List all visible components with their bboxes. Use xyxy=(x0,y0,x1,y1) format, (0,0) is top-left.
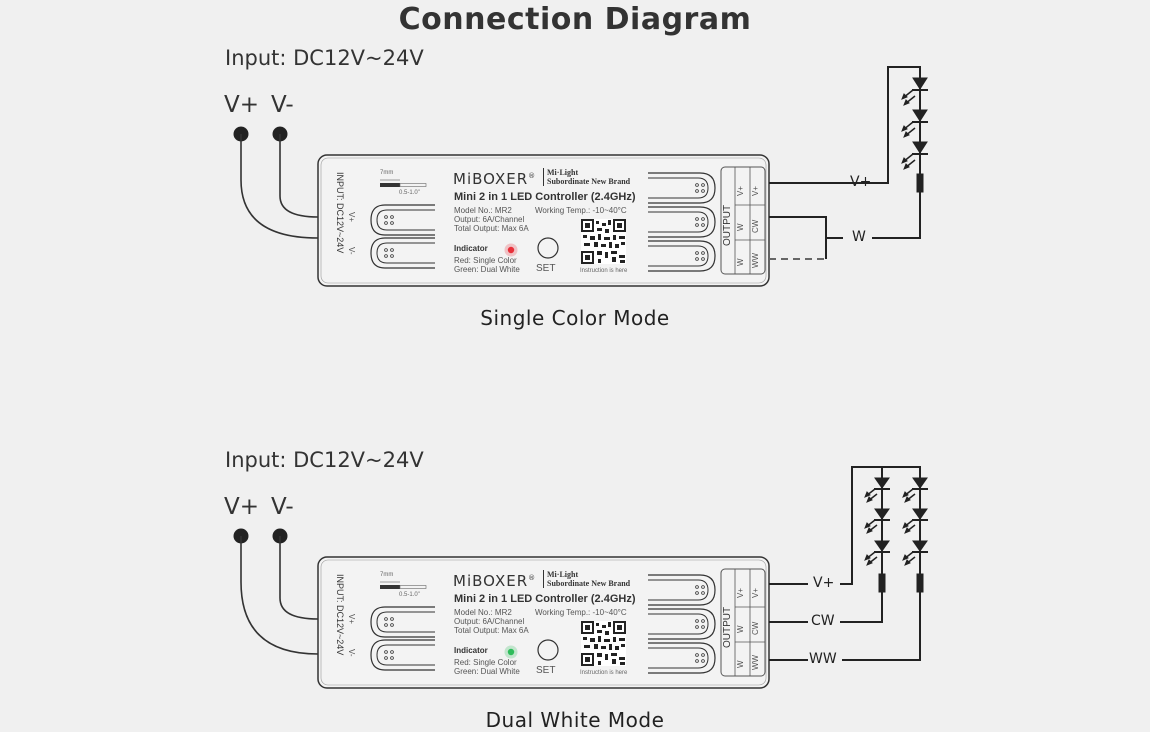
set-button[interactable] xyxy=(537,639,559,661)
wire-label-vplus: V+ xyxy=(850,174,872,190)
controller-name: Mini 2 in 1 LED Controller (2.4GHz) xyxy=(454,191,636,203)
out-left-w2: W xyxy=(736,258,745,266)
input-side-label: INPUT: DC12V~24V xyxy=(335,574,345,656)
working-temp: Working Temp.: -10~40°C xyxy=(535,608,627,617)
input-terminal-vminus xyxy=(370,639,435,671)
out-left-vplus: V+ xyxy=(736,185,745,196)
single-color-wiring-svg xyxy=(233,66,928,287)
out-right-vplus: V+ xyxy=(751,587,760,598)
output-label: OUTPUT xyxy=(722,204,733,246)
indicator-red-label: Red: Single Color xyxy=(454,658,517,667)
led-string xyxy=(901,77,928,193)
out-right-ww: WW xyxy=(751,252,760,268)
input-vminus-label: V- xyxy=(347,247,356,255)
wire-label-w: W xyxy=(852,229,866,245)
brand-logo: MiBOXER® xyxy=(453,170,537,188)
output-terminals xyxy=(648,172,716,272)
wire-gauge-label: 0.5-1.0" xyxy=(399,592,420,598)
vplus-input-wire xyxy=(240,536,319,655)
indicator-title: Indicator xyxy=(454,646,488,655)
input-voltage-label: Input: DC12V~24V xyxy=(225,46,424,70)
qr-code xyxy=(581,621,626,666)
brand-logo: MiBOXER® xyxy=(453,572,537,590)
out-right-ww: WW xyxy=(751,654,760,670)
out-right-vplus: V+ xyxy=(751,185,760,196)
input-terminal-vplus xyxy=(370,204,435,236)
indicator-led xyxy=(507,648,515,656)
wire-label-vplus: V+ xyxy=(813,575,835,591)
set-label: SET xyxy=(536,665,556,676)
output-label-box xyxy=(720,568,766,677)
indicator-title: Indicator xyxy=(454,244,488,253)
wire-label-ww: WW xyxy=(809,651,837,667)
instruction-label: Instruction is here xyxy=(580,670,628,676)
indicator-led xyxy=(507,246,515,254)
working-temp: Working Temp.: -10~40°C xyxy=(535,206,627,215)
controller-name: Mini 2 in 1 LED Controller (2.4GHz) xyxy=(454,593,636,605)
out-left-vplus: V+ xyxy=(736,587,745,598)
vminus-label: V- xyxy=(271,92,294,118)
out-left-w: W xyxy=(736,223,745,231)
indicator-red-label: Red: Single Color xyxy=(454,256,517,265)
single-color-panel: Input: DC12V~24V V+ V- xyxy=(0,0,1150,330)
out-right-cw: CW xyxy=(751,621,760,635)
input-vplus-label: V+ xyxy=(347,614,356,625)
out-right-cw: CW xyxy=(751,219,760,233)
instruction-label: Instruction is here xyxy=(580,268,628,274)
model-number: Model No.: MR2 xyxy=(454,206,512,215)
input-side-label: INPUT: DC12V~24V xyxy=(335,172,345,254)
strip-length-label: 7mm xyxy=(380,572,394,578)
vplus-label: V+ xyxy=(224,92,260,118)
output-rating: Output: 6A/Channel xyxy=(454,617,525,626)
mode-caption: Single Color Mode xyxy=(480,306,670,330)
output-terminals xyxy=(648,574,716,674)
strip-length-label: 7mm xyxy=(380,170,394,176)
controller-body xyxy=(317,154,770,287)
input-terminal-vplus xyxy=(370,606,435,638)
dual-white-panel: Input: DC12V~24V V+ V- xyxy=(0,402,1150,732)
mode-caption: Dual White Mode xyxy=(485,708,665,732)
input-voltage-label: Input: DC12V~24V xyxy=(225,448,424,472)
output-label-box xyxy=(720,166,766,275)
out-left-w: W xyxy=(736,625,745,633)
input-terminal-vminus xyxy=(370,237,435,269)
cw-led-string xyxy=(864,477,890,593)
wire-label-cw: CW xyxy=(811,613,835,629)
vminus-label: V- xyxy=(271,494,294,520)
indicator-green-label: Green: Dual White xyxy=(454,667,520,676)
set-label: SET xyxy=(536,263,556,274)
out-left-w2: W xyxy=(736,660,745,668)
vplus-input-wire xyxy=(240,134,319,239)
output-rating: Output: 6A/Channel xyxy=(454,215,525,224)
dual-white-wiring-svg xyxy=(233,466,928,689)
vplus-label: V+ xyxy=(224,494,260,520)
wire-gauge-label: 0.5-1.0" xyxy=(399,190,420,196)
w-output-wire xyxy=(769,216,827,259)
model-number: Model No.: MR2 xyxy=(454,608,512,617)
total-output: Total Output: Max 6A xyxy=(454,626,529,635)
qr-code xyxy=(581,219,626,264)
set-button[interactable] xyxy=(537,237,559,259)
output-label: OUTPUT xyxy=(722,606,733,648)
input-vminus-label: V- xyxy=(347,649,356,657)
diagram-title: Connection Diagram xyxy=(398,2,752,37)
input-vplus-label: V+ xyxy=(347,212,356,223)
indicator-green-label: Green: Dual White xyxy=(454,265,520,274)
ww-led-string xyxy=(902,477,928,593)
total-output: Total Output: Max 6A xyxy=(454,224,529,233)
vminus-input-wire xyxy=(279,134,319,218)
vminus-input-wire xyxy=(279,536,319,620)
